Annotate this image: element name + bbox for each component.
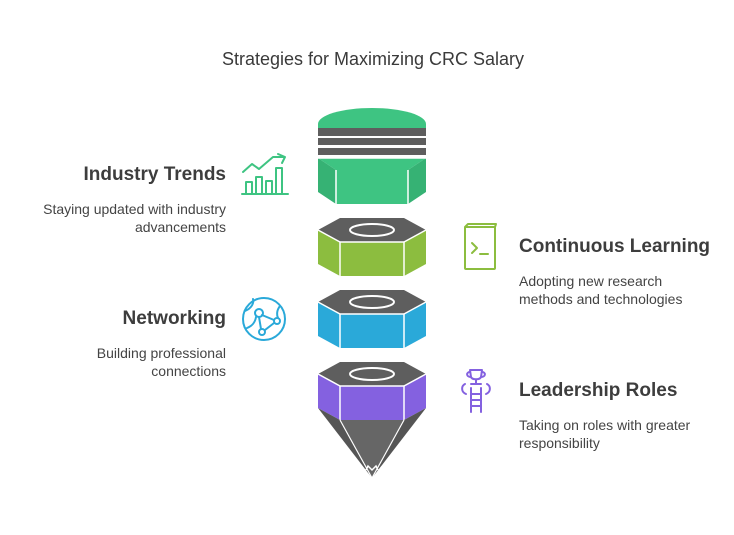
trophy-ladder-icon (461, 369, 491, 413)
networking-heading: Networking (122, 308, 226, 329)
terminal-book-icon (464, 223, 497, 270)
networking-segment (317, 290, 427, 348)
network-globe-icon (242, 297, 286, 341)
continuous-learning-segment (317, 218, 427, 276)
continuous-learning-description: Adopting new research methods and techno… (519, 273, 683, 307)
diagram-title: Strategies for Maximizing CRC Salary (221, 49, 525, 69)
leadership-roles-heading: Leadership Roles (519, 380, 678, 401)
diagram-cone-tip (318, 408, 426, 479)
industry-trends-segment (318, 108, 426, 204)
industry-trends-description: Staying updated with industry advancemen… (43, 201, 226, 235)
leadership-roles-segment (317, 362, 427, 420)
continuous-learning-heading: Continuous Learning (519, 236, 711, 257)
networking-description: Building professional connections (96, 345, 226, 379)
bar-chart-trend-icon (241, 153, 289, 195)
industry-trends-heading: Industry Trends (83, 164, 226, 185)
leadership-roles-description: Taking on roles with greater responsibil… (519, 417, 691, 451)
